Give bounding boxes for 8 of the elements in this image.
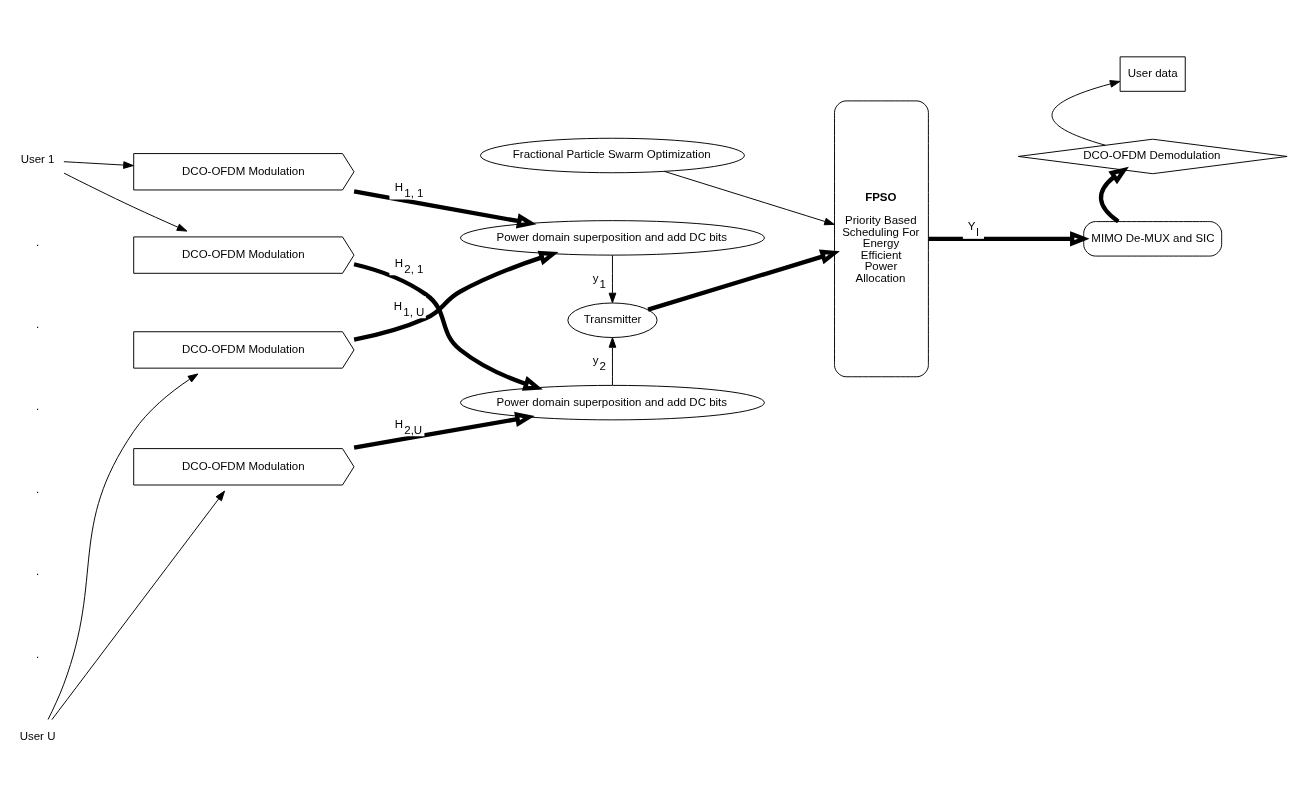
label: . bbox=[35, 564, 40, 577]
node-text: User 1 bbox=[20, 152, 55, 165]
label: . bbox=[35, 399, 40, 412]
node-text: User U bbox=[19, 729, 56, 742]
label: . bbox=[35, 647, 40, 660]
label: . bbox=[35, 317, 40, 330]
label: . bbox=[35, 482, 40, 495]
label: . bbox=[35, 235, 40, 248]
